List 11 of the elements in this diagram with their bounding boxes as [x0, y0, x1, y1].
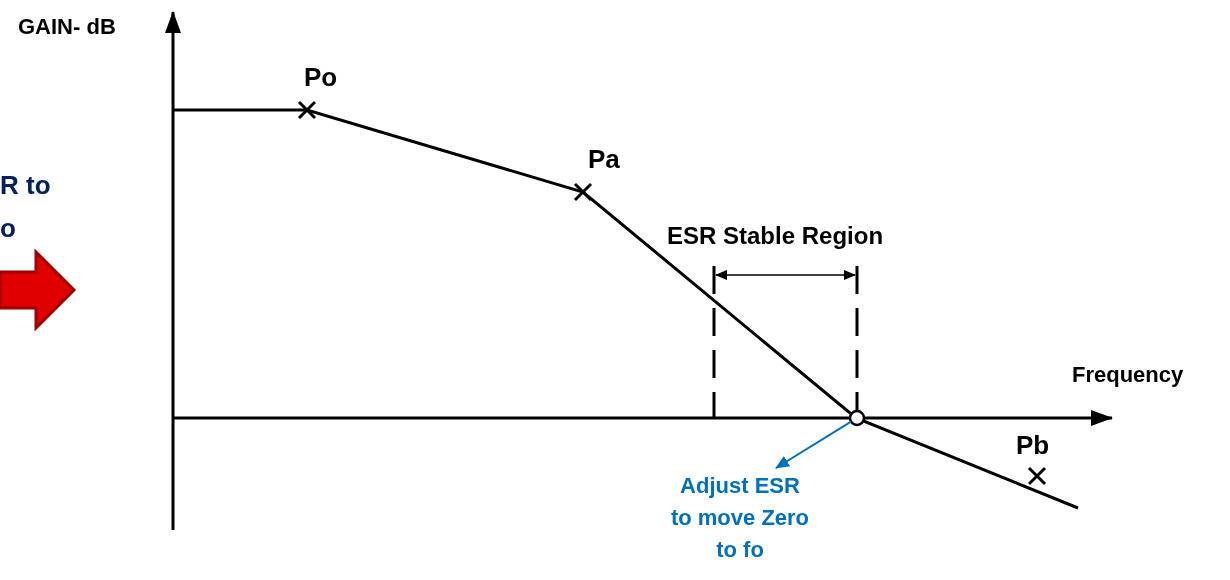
partial-text: o: [0, 213, 16, 243]
annotation-text: Adjust ESR to move Zero to fo: [668, 470, 812, 566]
leader-arrow: [775, 420, 853, 469]
pole-label: Po: [304, 62, 338, 92]
zero-marker: [848, 409, 866, 427]
region-label: ESR Stable Region: [667, 222, 884, 250]
pole-label: Pa: [588, 144, 620, 174]
axis-title: GAIN- dB: [18, 14, 116, 40]
pole-label: Pb: [1016, 430, 1050, 460]
partial-text: R to: [0, 170, 51, 200]
axis-title: Frequency: [1072, 362, 1184, 388]
